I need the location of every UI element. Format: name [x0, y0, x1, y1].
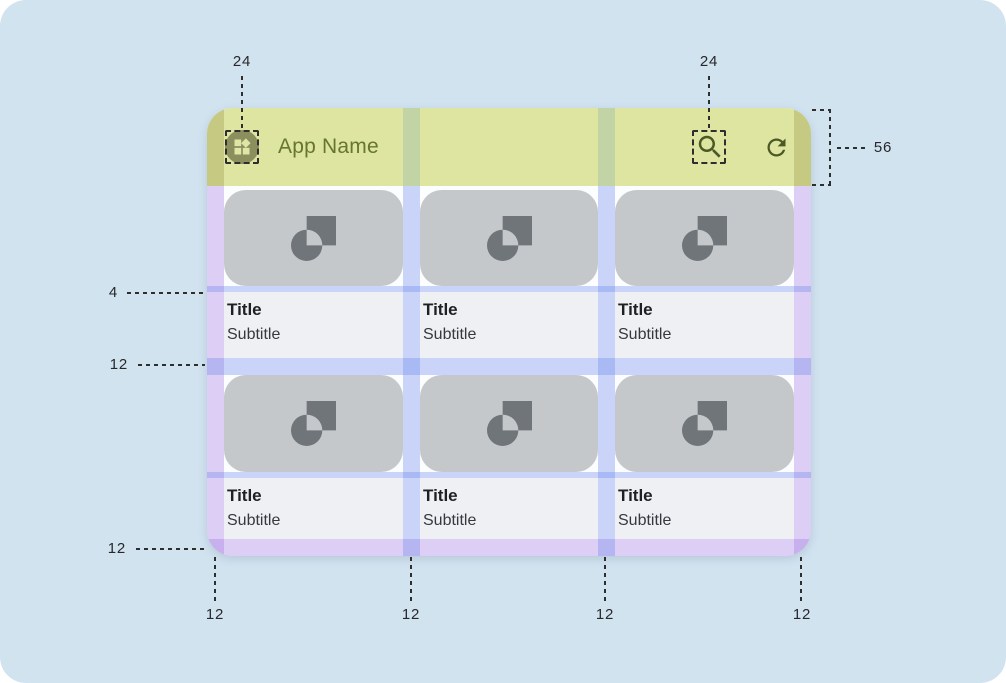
card-text[interactable]: Title Subtitle: [615, 478, 794, 539]
top-app-bar: App Name: [207, 108, 811, 186]
image-placeholder-icon: [486, 401, 532, 446]
bottom-margin-overlay: [207, 539, 811, 556]
image-placeholder-icon: [682, 401, 727, 446]
dim-label-right-margin: 12: [792, 606, 812, 623]
card-image[interactable]: [615, 190, 794, 286]
dim-bracket: [812, 184, 831, 186]
card-text[interactable]: Title Subtitle: [615, 292, 794, 358]
widgets-icon: [232, 137, 252, 157]
card-text[interactable]: Title Subtitle: [224, 292, 403, 358]
dim-label-appbar-height: 56: [873, 139, 893, 156]
card-subtitle: Subtitle: [618, 512, 672, 529]
card-title: Title: [618, 486, 653, 505]
card-subtitle: Subtitle: [423, 512, 477, 529]
column-gutter-overlay: [598, 186, 615, 556]
dim-line: [127, 292, 205, 294]
dim-label-row-gap: 12: [109, 356, 128, 373]
search-button[interactable]: [693, 130, 727, 164]
image-placeholder-icon: [682, 215, 727, 261]
dim-line: [241, 76, 243, 128]
dim-label-leading-icon: 24: [232, 53, 252, 70]
dim-label-bottom-margin: 12: [107, 540, 126, 557]
card-subtitle: Subtitle: [227, 512, 281, 529]
gutter2-over-appbar: [598, 108, 615, 186]
right-margin-overlay: [794, 186, 811, 556]
card-image[interactable]: [420, 375, 598, 472]
card-title: Title: [227, 300, 262, 319]
image-placeholder-icon: [291, 215, 336, 261]
dim-label-gutter: 12: [401, 606, 421, 623]
card-title: Title: [618, 300, 653, 319]
dim-label-gutter: 12: [595, 606, 615, 623]
card-image[interactable]: [224, 190, 403, 286]
image-placeholder-icon: [291, 401, 336, 446]
image-placeholder-icon: [486, 215, 532, 261]
dim-line: [136, 548, 205, 550]
card-text[interactable]: Title Subtitle: [420, 478, 598, 539]
card-subtitle: Subtitle: [423, 326, 477, 343]
dim-bracket: [812, 109, 831, 111]
dim-line: [214, 557, 216, 601]
app-mockup: App Name Title Subtitle: [207, 108, 811, 556]
card-image[interactable]: [224, 375, 403, 472]
row-gap-overlay: [207, 358, 811, 375]
dim-bracket: [829, 109, 831, 186]
dim-box-leading-icon: [225, 130, 259, 164]
card-text[interactable]: Title Subtitle: [224, 478, 403, 539]
dim-line: [837, 147, 865, 149]
dim-line: [410, 557, 412, 601]
right-margin-over-appbar: [794, 108, 811, 186]
card-image[interactable]: [615, 375, 794, 472]
card-title: Title: [423, 486, 458, 505]
left-margin-over-appbar: [207, 108, 224, 186]
gutter1-over-appbar: [403, 108, 420, 186]
card-text[interactable]: Title Subtitle: [420, 292, 598, 358]
card-image[interactable]: [420, 190, 598, 286]
dim-line: [800, 557, 802, 601]
card-title: Title: [227, 486, 262, 505]
card-subtitle: Subtitle: [618, 326, 672, 343]
dim-label-action-icon: 24: [699, 53, 719, 70]
dim-label-left-margin: 12: [205, 606, 225, 623]
dim-label-image-text-gap: 4: [108, 284, 118, 301]
column-gutter-overlay: [403, 186, 420, 556]
dim-line: [708, 76, 710, 128]
card-title: Title: [423, 300, 458, 319]
refresh-button[interactable]: [759, 130, 793, 164]
app-title: App Name: [278, 135, 379, 158]
app-logo-button[interactable]: [225, 130, 259, 164]
dim-line: [604, 557, 606, 601]
card-subtitle: Subtitle: [227, 326, 281, 343]
refresh-icon: [763, 134, 790, 161]
dim-line: [138, 364, 205, 366]
search-icon: [695, 132, 725, 162]
left-margin-overlay: [207, 186, 224, 556]
dim-box-action-icon: [692, 130, 726, 164]
